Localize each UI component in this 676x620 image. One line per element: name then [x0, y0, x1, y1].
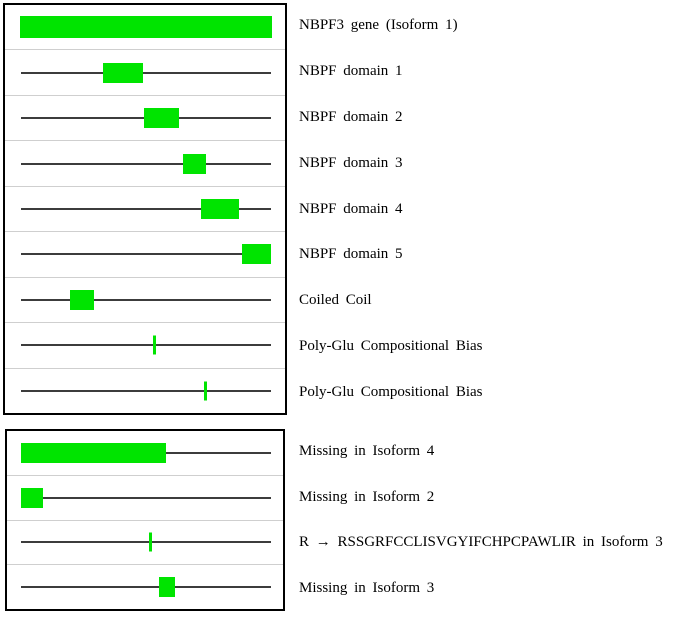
track-line	[21, 389, 271, 392]
gene-bar	[19, 16, 273, 39]
feature-label: Missing in Isoform 4	[299, 443, 435, 460]
feature-track	[21, 96, 271, 140]
feature-track	[21, 565, 271, 609]
feature-row	[5, 49, 285, 94]
feature-track	[19, 5, 273, 49]
feature-label: Poly-Glu Compositional Bias	[299, 337, 483, 354]
feature-track	[21, 187, 271, 231]
track-line	[21, 253, 271, 256]
feature-label: NBPF domain 5	[299, 246, 403, 263]
label-column-main: NBPF3 gene (Isoform 1) NBPF domain 1 NBP…	[299, 3, 676, 415]
missing-region-box	[21, 487, 43, 508]
feature-label: NBPF domain 4	[299, 200, 403, 217]
feature-row	[7, 474, 283, 520]
feature-label: NBPF domain 3	[299, 154, 403, 171]
track-line	[21, 586, 271, 589]
feature-track	[21, 278, 271, 322]
track-line	[21, 541, 271, 544]
feature-track	[21, 431, 271, 475]
coiled-coil-box	[70, 289, 94, 310]
feature-row	[5, 185, 285, 231]
poly-glu-tick	[204, 381, 207, 401]
feature-row	[7, 431, 283, 475]
feature-track	[21, 50, 271, 94]
feature-label: R → RSSGRFCCLISVGYIFCHPCPAWLIR in Isofor…	[299, 534, 663, 551]
feature-row	[7, 564, 283, 609]
track-line	[21, 207, 271, 210]
feature-label: Poly-Glu Compositional Bias	[299, 383, 483, 400]
domain-box	[242, 244, 271, 265]
missing-region-box	[21, 442, 166, 463]
feature-track	[21, 323, 271, 367]
domain-box	[103, 62, 143, 83]
feature-row	[5, 140, 285, 185]
domain-box	[183, 153, 206, 174]
feature-row	[5, 231, 285, 276]
feature-row	[7, 519, 283, 565]
track-line	[21, 298, 271, 301]
feature-track	[21, 232, 271, 276]
feature-label: NBPF domain 1	[299, 63, 403, 80]
domain-box	[144, 108, 179, 129]
feature-label: Missing in Isoform 3	[299, 579, 435, 596]
track-line	[21, 162, 271, 165]
substitution-tick	[149, 532, 153, 552]
feature-track	[21, 369, 271, 413]
feature-label: NBPF domain 2	[299, 108, 403, 125]
feature-label: Coiled Coil	[299, 292, 372, 309]
feature-row	[5, 322, 285, 367]
feature-row	[5, 276, 285, 322]
track-line	[21, 344, 271, 347]
feature-label: NBPF3 gene (Isoform 1)	[299, 17, 458, 34]
domain-box	[201, 198, 239, 219]
missing-region-box	[159, 577, 175, 598]
track-line	[21, 71, 271, 74]
feature-row	[5, 94, 285, 140]
feature-track	[21, 521, 271, 565]
feature-row	[5, 367, 285, 413]
feature-row	[5, 5, 285, 49]
feature-track	[21, 141, 271, 185]
feature-panel-main	[3, 3, 287, 415]
label-column-isoforms: Missing in Isoform 4 Missing in Isoform …	[299, 429, 676, 611]
feature-track	[21, 476, 271, 520]
track-line	[21, 496, 271, 499]
feature-panel-isoforms	[5, 429, 285, 611]
feature-label: Missing in Isoform 2	[299, 488, 435, 505]
poly-glu-tick	[153, 335, 156, 355]
